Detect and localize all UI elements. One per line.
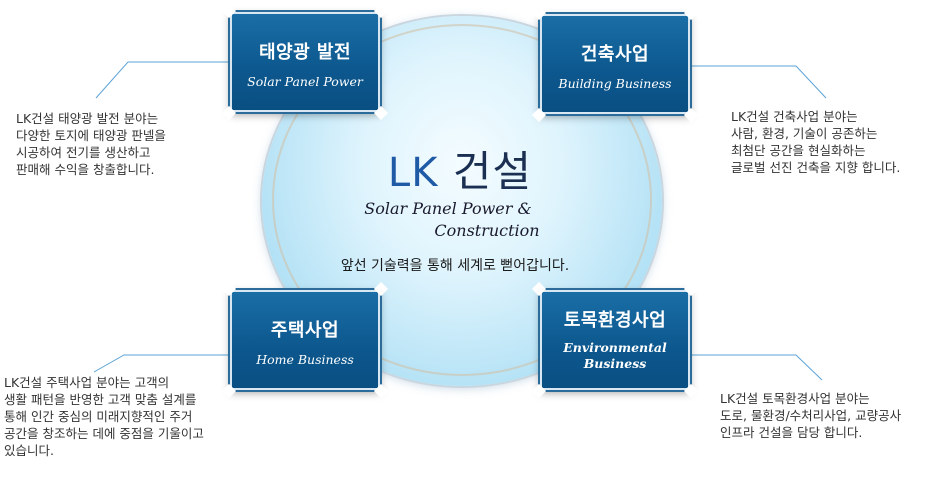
connector-home — [93, 354, 232, 373]
connector-solar — [95, 61, 232, 99]
card-solar-power-title: 태양광 발전 — [258, 42, 352, 63]
card-home-business-title: 주택사업 — [270, 320, 340, 341]
hub-name: 건설 — [452, 147, 533, 196]
hub-tagline: 앞선 기술력을 통해 세계로 뻗어갑니다. — [340, 258, 570, 274]
card-building-business-subtitle: Building Business — [558, 76, 672, 91]
description-solar-power: LK건설 태양광 발전 분야는 다양한 토지에 태양광 판넬을 시공하여 전기를… — [16, 111, 166, 177]
card-solar-power-subtitle: Solar Panel Power — [247, 74, 363, 89]
card-environmental-business-title: 토목환경사업 — [563, 310, 667, 331]
card-environmental-business[interactable]: 토목환경사업 Environmental Business — [531, 281, 699, 399]
hub-subtitle-line1: Solar Panel Power & — [364, 199, 532, 218]
hub-subtitle-line2: Construction — [434, 221, 540, 240]
hub-title: LK 건설 — [300, 138, 620, 199]
card-home-business-subtitle: Home Business — [256, 352, 354, 367]
description-home-business: LK건설 주택사업 분야는 고객의 생활 패턴을 반영한 고객 맞춤 설계를 통… — [4, 375, 204, 458]
description-environmental-business: LK건설 토목환경사업 분야는 도로, 물환경/수처리사업, 교량공사 인프라 … — [720, 391, 902, 440]
card-building-business-title: 건축사업 — [580, 44, 650, 65]
central-circle-ring — [272, 24, 652, 376]
hub-subtitle: Solar Panel Power & Construction — [340, 198, 580, 242]
card-environmental-business-subtitle: Environmental Business — [563, 340, 667, 371]
description-building-business: LK건설 건축사업 분야는 사람, 환경, 기술이 공존하는 최첨단 공간을 현… — [731, 109, 901, 175]
card-solar-power[interactable]: 태양광 발전 Solar Panel Power — [221, 3, 389, 121]
connector-environment — [692, 354, 823, 381]
card-home-business[interactable]: 주택사업 Home Business — [221, 281, 389, 399]
card-building-business[interactable]: 건축사업 Building Business — [531, 5, 699, 123]
hub-brand: LK — [387, 150, 439, 196]
connector-building — [692, 65, 827, 99]
